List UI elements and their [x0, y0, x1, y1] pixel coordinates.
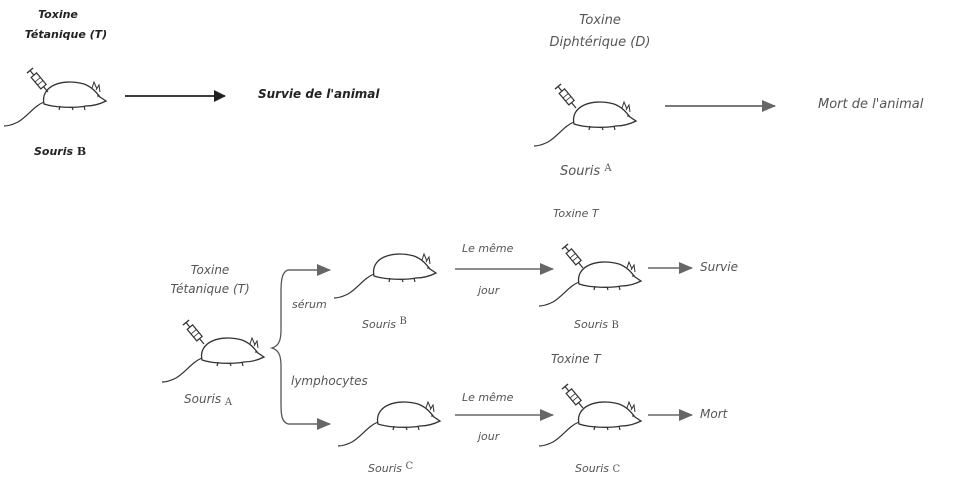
top-left-toxin-line2: Tétanique (T)	[24, 28, 108, 41]
recipient-mouse-b-icon	[333, 253, 437, 299]
top-left-mouse-word: Souris	[34, 145, 74, 158]
source-mouse-a-icon	[161, 319, 265, 383]
lympho-delay-line2: jour	[478, 430, 500, 443]
serum-final-letter: B	[611, 320, 619, 331]
mouse-b-injected-icon	[3, 67, 107, 127]
serum-recipient-letter: B	[399, 316, 407, 327]
source-mouse-word: Souris	[184, 392, 222, 406]
top-right-toxin-line1: Toxine	[579, 13, 621, 28]
top-right-mouse-letter: A	[604, 163, 612, 174]
serum-delay-line1: Le même	[462, 242, 514, 255]
transfer-serum-label: sérum	[292, 298, 327, 311]
lympho-recipient-label: Souris C	[368, 461, 414, 475]
lympho-result: Mort	[700, 407, 728, 421]
serum-delay-line2: jour	[478, 284, 500, 297]
transfer-lymphocytes-label: lymphocytes	[291, 374, 368, 388]
top-left-mouse-label: Souris B	[34, 145, 86, 158]
top-right-mouse-label: Souris A	[560, 163, 612, 179]
serum-toxin-label: Toxine T	[553, 207, 599, 220]
lympho-final-label: Souris C	[575, 462, 620, 475]
lympho-recipient-letter: C	[405, 461, 414, 472]
serum-result: Survie	[700, 260, 738, 274]
split-brace	[269, 269, 289, 425]
top-left-toxin-line1: Toxine	[38, 8, 78, 21]
serum-final-word: Souris	[574, 318, 608, 331]
source-toxin-line1: Toxine	[190, 263, 230, 277]
top-left-result: Survie de l'animal	[258, 87, 380, 101]
serum-final-label: Souris B	[574, 318, 619, 331]
serum-recipient-label: Souris B	[362, 316, 407, 331]
source-mouse-letter: A	[224, 397, 233, 408]
serum-recipient-word: Souris	[362, 318, 396, 331]
lympho-recipient-word: Souris	[368, 462, 402, 475]
source-toxin-line2: Tétanique (T)	[170, 282, 250, 296]
lympho-final-word: Souris	[575, 462, 609, 475]
lympho-toxin-label: Toxine T	[551, 352, 601, 366]
source-mouse-label: Souris A	[184, 392, 233, 408]
recipient-mouse-c-icon	[337, 401, 441, 447]
lympho-final-letter: C	[612, 464, 621, 475]
top-right-mouse-word: Souris	[560, 164, 601, 179]
top-right-toxin-line2: Diphtérique (D)	[549, 35, 651, 50]
final-mouse-b-icon	[538, 243, 642, 307]
final-mouse-c-icon	[538, 383, 642, 447]
mouse-a-injected-icon	[533, 83, 637, 147]
lympho-delay-line1: Le même	[462, 391, 514, 404]
top-left-mouse-letter: B	[76, 145, 87, 158]
top-right-result: Mort de l'animal	[818, 97, 924, 112]
